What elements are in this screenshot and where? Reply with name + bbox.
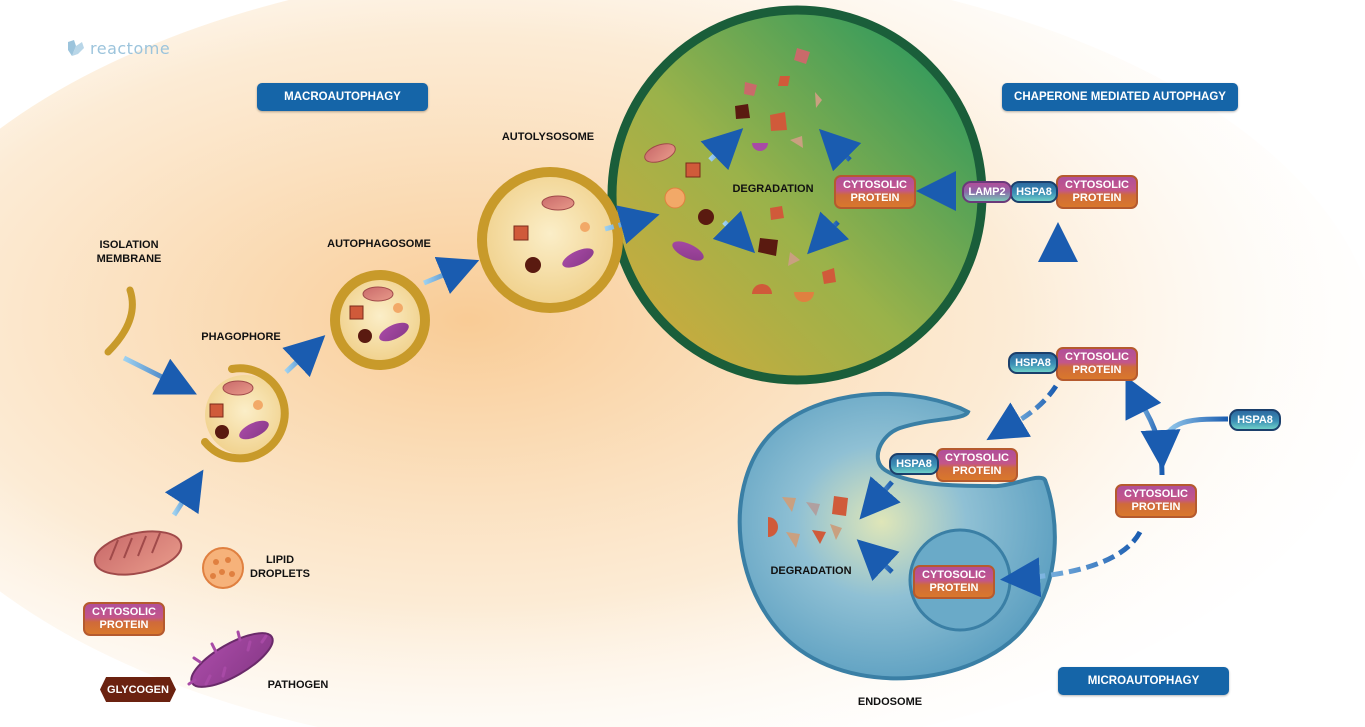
hspa8-free[interactable]: HSPA8 [1229, 409, 1281, 431]
cytosolic-protein-text-1: CYTOSOLIC [1065, 179, 1129, 191]
endosome-degradation-label: DEGRADATION [770, 565, 852, 577]
lysosome-contents [644, 48, 836, 302]
endosome-contents [768, 496, 848, 548]
lipid-droplet-icon [202, 547, 244, 589]
isolation-membrane [104, 286, 136, 356]
cytosolic-protein-text-1: CYTOSOLIC [1124, 488, 1188, 500]
pathogen-label: PATHOGEN [267, 679, 329, 691]
mitochondrion-icon [93, 530, 183, 576]
cytosolic-protein-cma-bound[interactable]: CYTOSOLIC PROTEIN [1056, 175, 1138, 209]
cytosolic-protein-text-2: PROTEIN [952, 465, 1002, 477]
cytosolic-protein-endosome-entry[interactable]: CYTOSOLIC PROTEIN [936, 448, 1018, 482]
logo-text: reactome [90, 38, 171, 58]
autophagosome-icon [330, 270, 430, 370]
macroautophagy-button[interactable]: MACROAUTOPHAGY [257, 83, 428, 111]
cytosolic-protein-hspa8-complex[interactable]: CYTOSOLIC PROTEIN [1056, 347, 1138, 381]
cytosolic-protein-text-2: PROTEIN [1072, 192, 1122, 204]
cytosolic-protein-text-2: PROTEIN [850, 192, 900, 204]
pathogen-icon [187, 630, 274, 688]
pathway-arrows [122, 128, 1229, 598]
cytosolic-protein-text-2: PROTEIN [1072, 364, 1122, 376]
cytosolic-protein-text-1: CYTOSOLIC [92, 606, 156, 618]
endosome-label: ENDOSOME [857, 696, 923, 708]
cytosolic-protein-text-2: PROTEIN [99, 619, 149, 631]
lamp2-receptor[interactable]: LAMP2 [962, 181, 1012, 203]
cytosolic-protein-text-1: CYTOSOLIC [843, 179, 907, 191]
autolysosome-label: AUTOLYSOSOME [501, 131, 595, 143]
reactome-logo[interactable]: reactome [66, 38, 170, 58]
glycogen-legend[interactable]: GLYCOGEN [100, 677, 176, 702]
lysosome-degradation-label: DEGRADATION [732, 183, 814, 195]
hspa8-complex[interactable]: HSPA8 [1008, 352, 1058, 374]
cytosolic-protein-endosome-vesicle[interactable]: CYTOSOLIC PROTEIN [913, 565, 995, 599]
phagophore-label: PHAGOPHORE [201, 331, 281, 343]
reactome-logo-icon [68, 40, 84, 56]
autophagosome-label: AUTOPHAGOSOME [327, 238, 431, 250]
cytosolic-protein-text-2: PROTEIN [1131, 501, 1181, 513]
hspa8-endosome[interactable]: HSPA8 [889, 453, 939, 475]
cytosolic-protein-text-1: CYTOSOLIC [1065, 351, 1129, 363]
cytosolic-protein-lysosome[interactable]: CYTOSOLIC PROTEIN [834, 175, 916, 209]
microautophagy-button[interactable]: MICROAUTOPHAGY [1058, 667, 1229, 695]
cytosolic-protein-free[interactable]: CYTOSOLIC PROTEIN [1115, 484, 1197, 518]
cytosolic-protein-text-1: CYTOSOLIC [945, 452, 1009, 464]
cytosolic-protein-text-2: PROTEIN [929, 582, 979, 594]
autolysosome-icon [477, 167, 623, 313]
chaperone-mediated-autophagy-button[interactable]: CHAPERONE MEDIATED AUTOPHAGY [1002, 83, 1238, 111]
cytosolic-protein-text-1: CYTOSOLIC [922, 569, 986, 581]
hspa8-cma-bound[interactable]: HSPA8 [1010, 181, 1058, 203]
phagophore-icon [201, 364, 289, 463]
cytosolic-protein-legend[interactable]: CYTOSOLIC PROTEIN [83, 602, 165, 636]
